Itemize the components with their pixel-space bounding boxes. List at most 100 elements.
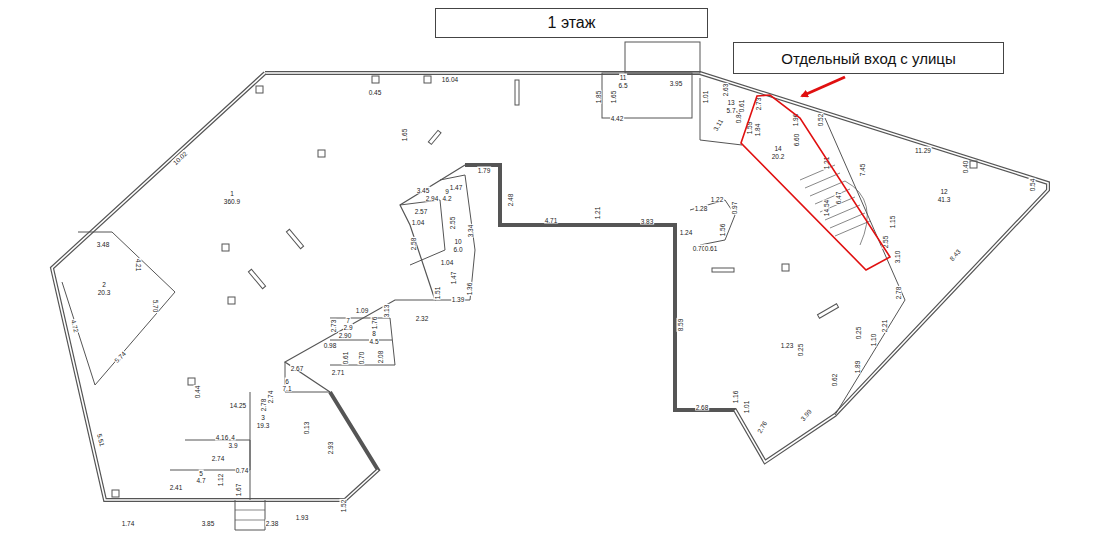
dimension-label: 20.3 (97, 289, 111, 296)
dimension-label: 0.62 (831, 373, 838, 387)
dimension-label: 0.45 (368, 89, 382, 96)
dimension-label: 1.01 (743, 400, 750, 414)
dimension-label: 11 (619, 74, 627, 81)
room-3-wall (170, 440, 250, 470)
dimension-label: 0.98 (323, 342, 337, 349)
dimension-label: 0.40 (962, 160, 969, 174)
dimension-label: 14.54 (823, 199, 830, 216)
dimension-label: 1.65 (610, 90, 617, 104)
dimension-label: 3.85 (201, 520, 215, 527)
dimension-label: 1.04 (411, 219, 425, 226)
floor-title-box: 1 этаж (435, 8, 708, 38)
dimension-label: 1.12 (217, 473, 224, 487)
dimension-label: 3 (261, 414, 266, 421)
dimension-label: 0.13 (303, 421, 310, 435)
dimension-label: 5.70 (152, 299, 159, 313)
room-label: 14 (774, 145, 781, 152)
dimension-label: 11.29 (915, 147, 932, 154)
dimension-label: 4.72 (70, 318, 80, 333)
room-13-wall (700, 78, 742, 145)
dimension-label: 3.99 (799, 408, 813, 423)
dimension-label: 3.9 (228, 442, 238, 449)
dimension-label: 12 (940, 188, 948, 195)
dimension-label: 1.52 (340, 499, 347, 513)
dimension-label: 0.54 (1029, 178, 1036, 192)
counter-wall (690, 200, 735, 245)
dimension-label: 4.71 (544, 217, 558, 224)
dimension-label: 1.47 (449, 184, 463, 191)
dimension-label: 0.70 (358, 351, 365, 365)
dimension-label: 2.38 (265, 520, 279, 527)
exterior-wall-inner (52, 73, 378, 500)
exterior-wall-inner (265, 73, 1048, 462)
dimension-label: 1.76 (371, 316, 378, 330)
dimension-label: 2.57 (414, 208, 428, 215)
inner-wall (400, 200, 445, 265)
dimension-label: 3.34 (467, 224, 474, 238)
dimension-label: 1.28 (694, 205, 708, 212)
dimension-label: 1.21 (594, 206, 601, 220)
callout-arrow (802, 77, 845, 96)
box-text: 1 этаж (548, 14, 596, 32)
dimension-label: 2.74 (211, 455, 225, 462)
dimension-label: 1.65 (401, 128, 408, 142)
dimension-label: 2.55 (449, 216, 456, 230)
dimension-label: 2.32 (415, 315, 429, 322)
dimension-label: 8.59 (677, 318, 684, 332)
dimension-label: 1 (230, 190, 235, 197)
dimension-label: 6.60 (793, 133, 800, 147)
dimension-label: 4.42 (610, 115, 624, 122)
dimension-label: 5.74 (113, 350, 128, 365)
room-7-8-wall (330, 340, 392, 341)
dimension-label: 2.08 (377, 350, 384, 364)
dimension-label: 1.79 (477, 167, 491, 174)
entrance-step (235, 520, 265, 521)
dimension-label: 3.45 (416, 187, 430, 194)
dimension-label: 5.51 (96, 432, 106, 447)
room-label: 20.2 (772, 153, 785, 160)
dimension-label: 2.78 (895, 286, 902, 300)
dimension-label: 2.41 (169, 484, 183, 491)
dimension-label: 1.16 (732, 390, 739, 404)
dimension-label: 7.45 (859, 163, 866, 177)
dimension-label: 3.83 (640, 218, 654, 225)
entrance-step (235, 510, 265, 511)
dimension-label: 2.71 (331, 369, 345, 376)
dimension-label: 10 (454, 238, 462, 245)
dimension-label: 4.7 (196, 477, 206, 484)
room-7-8-wall (330, 318, 395, 365)
dimension-label: 1.04 (440, 259, 454, 266)
dimension-label: 1.23 (780, 342, 794, 349)
dimension-label: 5 (199, 470, 204, 477)
dimension-label: 0.44 (194, 385, 201, 399)
dimension-label: 5.7 (726, 107, 736, 114)
dimension-label: 1.47 (450, 271, 457, 285)
dimension-label: 13 (727, 99, 735, 106)
dimension-label: 3.48 (96, 241, 110, 248)
room-11-wall (602, 73, 692, 118)
dimension-label: 1.09 (355, 307, 369, 314)
dimension-label: 1.51 (434, 286, 441, 300)
dimension-label: 6 (285, 378, 290, 385)
dimension-label: 8.43 (948, 248, 962, 263)
dimension-label: 0.61 (738, 99, 745, 113)
dimension-label: 2.63 (722, 83, 729, 97)
dimension-label: 3.11 (712, 118, 725, 133)
dimension-label: 3.13 (383, 304, 390, 318)
dimension-label: 0.61 (342, 351, 349, 365)
dimension-label: 2.21 (881, 319, 888, 333)
stair-core (625, 42, 700, 73)
dimension-label: 0.74 (235, 467, 249, 474)
dimension-label: 2.67 (290, 365, 304, 372)
dimension-label: 3.10 (894, 250, 901, 264)
dimension-label: 0.25 (855, 326, 862, 340)
dimension-label: 19.3 (256, 422, 270, 429)
dimension-label: 6.0 (453, 246, 463, 253)
exterior-wall (265, 73, 1048, 462)
room-12-wall (825, 118, 905, 415)
dimension-label: 0.97 (731, 201, 738, 215)
dimension-label: 1.24 (679, 229, 693, 236)
dimension-label: 1.39 (451, 296, 465, 303)
